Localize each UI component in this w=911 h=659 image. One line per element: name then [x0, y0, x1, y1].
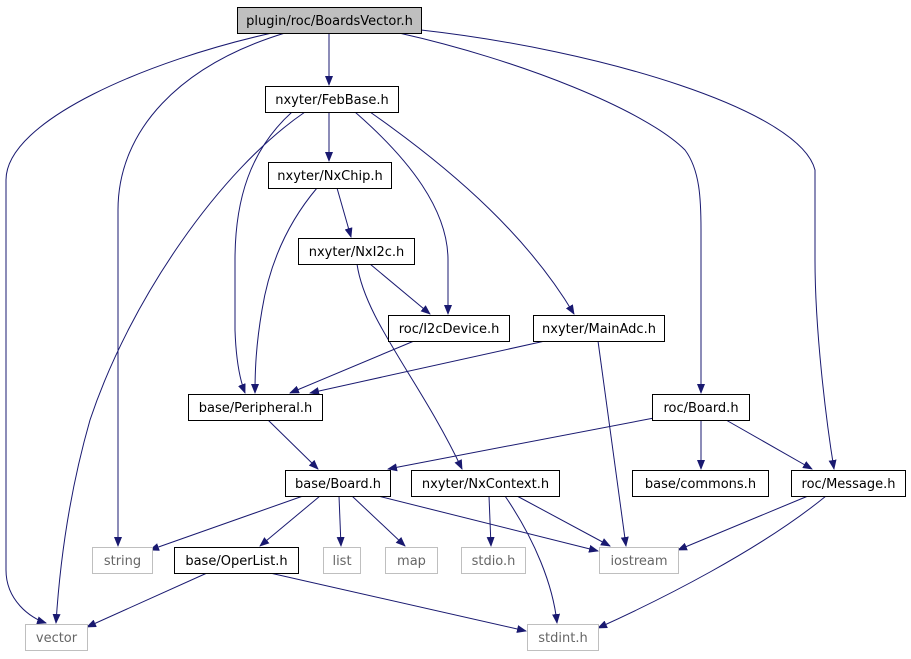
node-label-i2cdevice: roc/I2cDevice.h [399, 322, 500, 337]
node-box-vector [25, 624, 88, 651]
node-box-message [791, 470, 906, 497]
edge-mainadc-to-peripheral [309, 340, 546, 395]
node-box-i2cdevice [388, 315, 510, 342]
node-febase[interactable]: nxyter/FebBase.h [265, 86, 399, 113]
edge-operlist-to-stdint [269, 572, 527, 633]
node-label-febase: nxyter/FebBase.h [275, 93, 389, 108]
node-box-nxi2c [298, 238, 415, 265]
nodes-layer: plugin/roc/BoardsVector.h nxyter/FebBase.… [25, 7, 906, 651]
node-nxchip[interactable]: nxyter/NxChip.h [268, 162, 392, 189]
node-box-commons [632, 470, 769, 497]
edge-operlist-to-vector [86, 572, 208, 628]
node-label-nxcontext: nxyter/NxContext.h [422, 477, 549, 492]
node-nxcontext[interactable]: nxyter/NxContext.h [411, 470, 560, 497]
edge-rocboard-to-message [725, 419, 813, 470]
node-box-mainadc [533, 315, 665, 342]
node-baseboard[interactable]: base/Board.h [285, 470, 391, 497]
node-box-peripheral [188, 394, 323, 421]
node-map: map [385, 547, 438, 574]
node-label-nxi2c: nxyter/NxI2c.h [309, 245, 405, 260]
node-box-febase [265, 86, 399, 113]
node-i2cdevice[interactable]: roc/I2cDevice.h [388, 315, 510, 342]
edges-layer [5, 29, 837, 633]
node-box-stdint [527, 624, 599, 651]
edge-message-to-stdint [597, 495, 827, 629]
node-box-rocboard [652, 394, 750, 421]
node-box-boardsvector [237, 7, 422, 34]
edge-i2cdevice-to-peripheral [289, 340, 415, 394]
edge-baseboard-to-map [351, 495, 406, 547]
edge-rocboard-to-baseboard [387, 417, 655, 472]
node-rocboard[interactable]: roc/Board.h [652, 394, 750, 421]
node-string: string [92, 547, 153, 574]
node-box-string [92, 547, 153, 574]
node-message[interactable]: roc/Message.h [791, 470, 906, 497]
node-label-map: map [397, 554, 426, 569]
node-box-operlist [174, 547, 299, 574]
node-list: list [323, 547, 361, 574]
edge-nxchip-to-nxi2c [336, 187, 353, 238]
node-box-nxcontext [411, 470, 560, 497]
edge-peripheral-to-baseboard [267, 419, 319, 470]
node-mainadc[interactable]: nxyter/MainAdc.h [533, 315, 665, 342]
node-label-stdio: stdio.h [472, 554, 516, 569]
edge-message-to-iostream [677, 495, 809, 551]
node-iostream: iostream [599, 547, 679, 574]
node-label-peripheral: base/Peripheral.h [199, 401, 312, 416]
edge-febase-to-mainadc [369, 111, 575, 315]
edge-febase-to-peripheral [234, 111, 293, 394]
edge-boardsvector-to-message [420, 29, 837, 470]
node-operlist[interactable]: base/OperList.h [174, 547, 299, 574]
node-commons[interactable]: base/commons.h [632, 470, 769, 497]
node-label-message: roc/Message.h [802, 477, 896, 492]
node-peripheral[interactable]: base/Peripheral.h [188, 394, 323, 421]
node-label-operlist: base/OperList.h [185, 554, 287, 569]
edge-nxcontext-to-stdio [486, 495, 495, 547]
node-label-mainadc: nxyter/MainAdc.h [542, 322, 656, 337]
node-box-nxchip [268, 162, 392, 189]
edge-baseboard-to-iostream [377, 495, 599, 553]
node-label-string: string [104, 554, 141, 569]
edge-boardsvector-to-rocboard [398, 32, 705, 394]
node-box-list [323, 547, 361, 574]
edge-nxcontext-to-stdint [504, 495, 561, 624]
node-label-rocboard: roc/Board.h [663, 401, 738, 416]
edge-baseboard-to-list [336, 495, 345, 547]
node-label-baseboard: base/Board.h [295, 477, 381, 492]
edge-baseboard-to-string [149, 495, 304, 551]
edge-nxi2c-to-i2cdevice [369, 263, 431, 315]
node-label-list: list [332, 554, 351, 569]
edge-nxchip-to-peripheral [251, 187, 318, 394]
edge-febase-to-vector [52, 111, 306, 624]
edge-boardsvector-to-vector [5, 32, 273, 625]
edge-baseboard-to-operlist [259, 495, 321, 547]
node-label-nxchip: nxyter/NxChip.h [277, 169, 382, 184]
node-box-iostream [599, 547, 679, 574]
node-box-baseboard [285, 470, 391, 497]
edge-boardsvector-to-string [114, 32, 286, 547]
node-label-iostream: iostream [610, 554, 667, 569]
edge-nxcontext-to-iostream [516, 495, 611, 547]
node-nxi2c[interactable]: nxyter/NxI2c.h [298, 238, 415, 265]
node-label-boardsvector: plugin/roc/BoardsVector.h [246, 14, 413, 29]
node-boardsvector[interactable]: plugin/roc/BoardsVector.h [237, 7, 422, 34]
edge-nxi2c-to-nxcontext [356, 263, 463, 470]
node-stdint: stdint.h [527, 624, 599, 651]
edge-febase-to-i2cdevice [354, 111, 452, 315]
edge-mainadc-to-iostream [597, 340, 629, 547]
node-stdio: stdio.h [461, 547, 526, 574]
node-label-stdint: stdint.h [538, 631, 587, 646]
node-vector: vector [25, 624, 88, 651]
node-label-commons: base/commons.h [645, 477, 756, 492]
node-box-stdio [461, 547, 526, 574]
node-box-map [385, 547, 438, 574]
node-label-vector: vector [36, 631, 78, 646]
